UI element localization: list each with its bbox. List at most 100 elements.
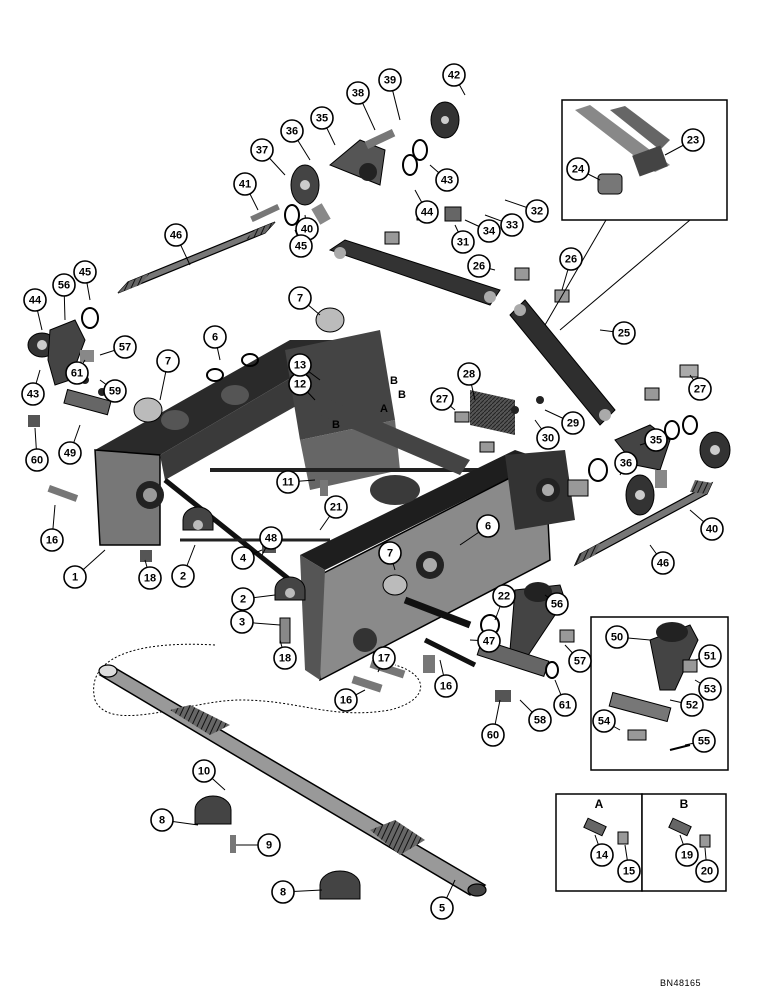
callout-circle (536, 426, 560, 450)
callout-61: 61 (553, 693, 577, 717)
callout-26: 26 (467, 254, 491, 278)
callout-number: 24 (572, 164, 585, 176)
ref-letter-b-2: B (398, 389, 406, 401)
lift-link-upper (328, 239, 501, 306)
callout-circle (477, 629, 501, 653)
callout-18: 18 (273, 646, 297, 670)
callout-46: 46 (164, 223, 188, 247)
callout-number: 49 (64, 448, 76, 460)
callout-circle (592, 709, 616, 733)
callout-number: 2 (240, 594, 246, 606)
callout-21: 21 (324, 495, 348, 519)
callout-circle (492, 584, 516, 608)
callout-8: 8 (150, 808, 174, 832)
callout-circle (73, 260, 97, 284)
callout-50: 50 (605, 625, 629, 649)
callout-number: 2 (180, 571, 186, 583)
callout-number: 61 (559, 700, 571, 712)
callout-number: 56 (58, 280, 70, 292)
callout-number: 14 (596, 850, 609, 862)
callout-57: 57 (568, 649, 592, 673)
callout-16: 16 (434, 674, 458, 698)
callout-60: 60 (481, 723, 505, 747)
callout-number: 8 (280, 887, 286, 899)
callout-19: 19 (675, 843, 699, 867)
callout-number: 40 (301, 224, 313, 236)
callout-number: 18 (144, 573, 156, 585)
callout-23: 23 (681, 128, 705, 152)
callout-circle (138, 566, 162, 590)
callout-number: 46 (657, 558, 669, 570)
callout-30: 30 (536, 426, 560, 450)
callout-57: 57 (113, 335, 137, 359)
callout-47: 47 (477, 629, 501, 653)
callout-circle (192, 759, 216, 783)
callout-27: 27 (430, 387, 454, 411)
callout-52: 52 (680, 693, 704, 717)
callout-circle (590, 843, 614, 867)
callout-41: 41 (233, 172, 257, 196)
callout-number: 53 (704, 684, 716, 696)
callout-44: 44 (415, 200, 439, 224)
callout-circle (164, 223, 188, 247)
callout-44: 44 (23, 288, 47, 312)
callout-27: 27 (688, 377, 712, 401)
callout-51: 51 (698, 644, 722, 668)
callout-number: 30 (542, 433, 554, 445)
callout-number: 1 (72, 572, 78, 584)
callout-number: 19 (681, 850, 693, 862)
callout-number: 35 (316, 113, 328, 125)
callout-8: 8 (271, 880, 295, 904)
callout-3: 3 (230, 610, 254, 634)
callout-6: 6 (476, 514, 500, 538)
callout-7: 7 (288, 286, 312, 310)
callout-number: 48 (265, 533, 277, 545)
callout-circle (561, 411, 585, 435)
callout-number: 42 (448, 70, 460, 82)
callout-number: 60 (487, 730, 499, 742)
ref-letter-b-3: B (332, 419, 340, 431)
callout-circle (698, 644, 722, 668)
callout-number: 29 (567, 418, 579, 430)
callout-number: 16 (46, 535, 58, 547)
callout-24: 24 (566, 157, 590, 181)
callout-number: 17 (378, 653, 390, 665)
callout-number: 7 (297, 293, 303, 305)
callout-number: 45 (79, 267, 91, 279)
ref-letter-b-1: B (390, 375, 398, 387)
callout-7: 7 (378, 541, 402, 565)
callout-circle (257, 833, 281, 857)
callout-number: 59 (109, 386, 121, 398)
callout-number: 16 (340, 695, 352, 707)
callout-31: 31 (451, 230, 475, 254)
rockshaft-part-5 (98, 664, 487, 897)
callout-number: 41 (239, 179, 251, 191)
callout-36: 36 (280, 119, 304, 143)
callout-circle (230, 610, 254, 634)
callout-56: 56 (52, 273, 76, 297)
callout-22: 22 (492, 584, 516, 608)
inset-a-label: A (595, 797, 604, 811)
callout-circle (273, 646, 297, 670)
callout-number: 26 (565, 254, 577, 266)
callout-circle (675, 843, 699, 867)
callout-circle (681, 128, 705, 152)
callout-number: 56 (551, 599, 563, 611)
callout-28: 28 (457, 362, 481, 386)
callout-number: 25 (618, 328, 630, 340)
callout-circle (430, 387, 454, 411)
callout-circle (700, 517, 724, 541)
callout-55: 55 (692, 729, 716, 753)
callout-circle (58, 441, 82, 465)
callout-number: 28 (463, 369, 475, 381)
callout-circle (334, 688, 358, 712)
lift-link-part-25 (509, 299, 616, 426)
rocker-arm-right-cluster (567, 364, 731, 516)
callout-circle (52, 273, 76, 297)
callout-13: 13 (288, 353, 312, 377)
callout-number: 38 (352, 88, 364, 100)
callout-number: 7 (165, 356, 171, 368)
callout-53: 53 (698, 677, 722, 701)
callout-circle (378, 68, 402, 92)
